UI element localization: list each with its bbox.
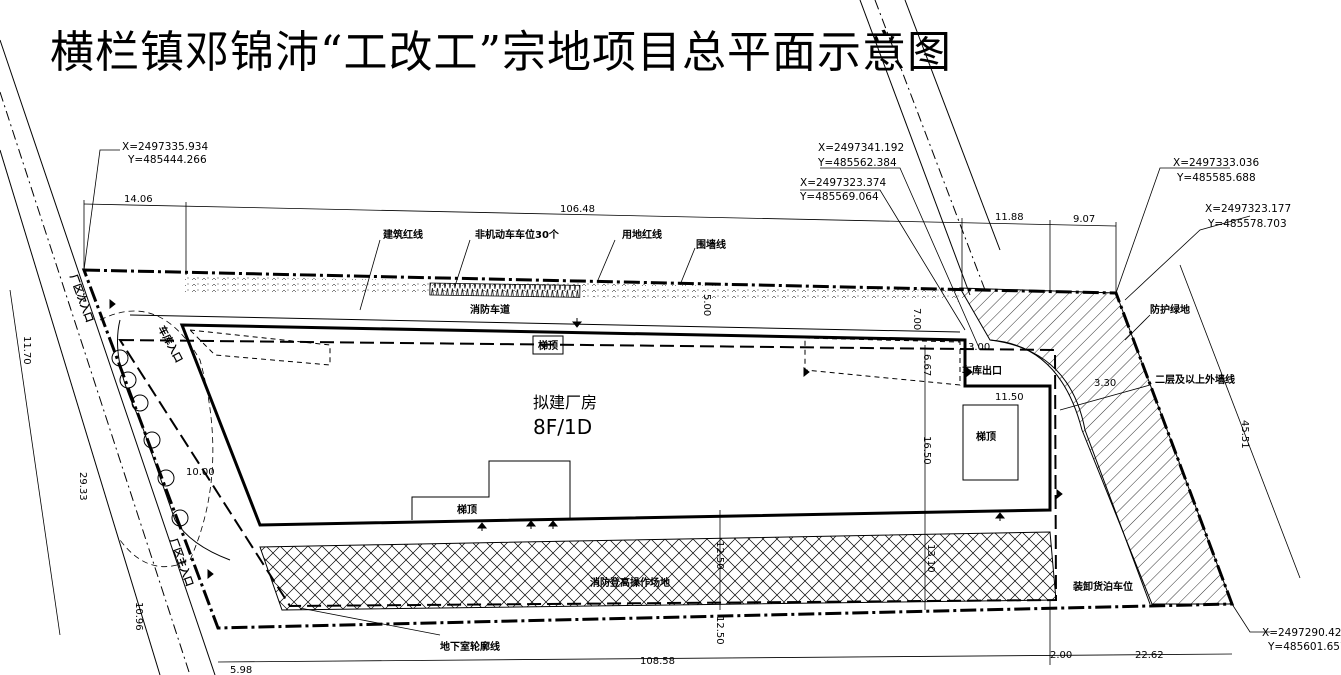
arrows <box>109 298 1063 580</box>
dim-29-33: 29.33 <box>77 472 88 501</box>
dim-14-06: 14.06 <box>124 194 153 205</box>
coord-3-x: X=2497323.374 <box>800 177 886 189</box>
factory-outline <box>179 323 1052 527</box>
dim-11-50: 11.50 <box>995 392 1024 403</box>
label-garage-entry: 车库入口 <box>155 323 185 364</box>
dim-11-88: 11.88 <box>995 212 1024 223</box>
dim-3-00: 3.00 <box>968 342 990 353</box>
label-wall-line: 围墙线 <box>696 238 726 251</box>
basement-outline <box>118 338 1058 608</box>
page-title: 横栏镇邓锦沛“工改工”宗地项目总平面示意图 <box>50 27 952 78</box>
dim-108-58: 108.58 <box>640 656 675 667</box>
label-outer-wall: 二层及以上外墙线 <box>1155 373 1235 386</box>
label-land-redline: 用地红线 <box>621 228 662 241</box>
label-protect-green: 防护绿地 <box>1150 303 1190 316</box>
dim-106-48: 106.48 <box>560 204 595 215</box>
label-garage-exit: 车库出口 <box>962 364 1002 377</box>
factory-inner <box>411 335 1019 520</box>
dim-12-50-a: 12.50 <box>714 541 725 570</box>
coord-5-x: X=2497323.177 <box>1205 203 1291 215</box>
coord-4-y: Y=485585.688 <box>1176 172 1256 184</box>
dim-12-50-b: 12.50 <box>714 616 725 645</box>
bike-parking-area <box>429 282 581 298</box>
dim-45-51: 45.51 <box>1239 420 1250 449</box>
parking-slopes <box>188 329 961 386</box>
label-loading-parking: 装卸货泊车位 <box>1072 580 1133 593</box>
dimension-lines <box>9 200 1301 665</box>
dim-5-98: 5.98 <box>230 665 252 675</box>
dim-13-10: 13.10 <box>925 544 936 573</box>
dim-11-70: 11.70 <box>21 336 32 365</box>
coord-3-y: Y=485569.064 <box>799 191 879 203</box>
label-floors: 8F/1D <box>533 415 592 439</box>
fire-lane <box>117 314 1151 605</box>
dim-7-00: 7.00 <box>911 308 922 330</box>
label-bike-parking: 非机动车车位30个 <box>475 228 560 241</box>
coord-1-x: X=2497335.934 <box>122 141 208 153</box>
dim-2-00: 2.00 <box>1050 650 1072 661</box>
label-factory: 拟建厂房 <box>533 393 597 412</box>
coord-1-y: Y=485444.266 <box>127 154 207 166</box>
road-left <box>0 39 216 675</box>
label-stair-top-3: 梯顶 <box>457 503 477 516</box>
label-basement-outline: 地下室轮廓线 <box>440 640 500 653</box>
dim-22-62: 22.62 <box>1135 650 1164 661</box>
dim-5-00: 5.00 <box>701 294 712 316</box>
coord-6-x: X=2497290.423 <box>1262 627 1341 639</box>
label-fire-lane: 消防车道 <box>470 303 510 316</box>
dim-10-96: 10.96 <box>133 602 144 631</box>
label-building-redline: 建筑红线 <box>382 228 423 241</box>
road-right <box>859 0 1001 296</box>
label-stair-top-1: 梯顶 <box>538 339 558 352</box>
dim-10-00: 10.00 <box>186 467 215 478</box>
leader-lines <box>83 149 1270 636</box>
dim-9-07: 9.07 <box>1073 214 1095 225</box>
trees <box>111 349 189 527</box>
coord-4-x: X=2497333.036 <box>1173 157 1259 169</box>
coord-5-y: Y=485578.703 <box>1207 218 1287 230</box>
dim-16-50: 16.50 <box>921 436 932 465</box>
coord-2-y: Y=485562.384 <box>817 157 897 169</box>
coord-2-x: X=2497341.192 <box>818 142 904 154</box>
dim-3-30: 3.30 <box>1094 378 1116 389</box>
coord-6-y: Y=485601.657 <box>1267 641 1341 653</box>
label-fire-rescue: 消防登高操作场地 <box>590 576 670 589</box>
label-stair-top-2: 梯顶 <box>976 430 996 443</box>
label-main-entry: 厂区主入口 <box>167 537 196 588</box>
dim-6-67: 6.67 <box>921 354 932 376</box>
